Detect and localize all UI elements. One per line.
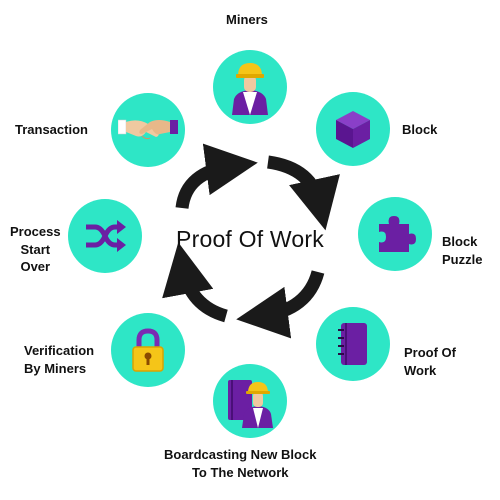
step-process-start-over-node	[68, 199, 142, 273]
step-transaction-node	[111, 93, 185, 167]
step-block-puzzle-label: Block Puzzle	[442, 234, 483, 267]
step-block-label: Block	[402, 122, 438, 137]
shuffle-icon	[86, 220, 126, 252]
step-proof-of-work-node	[316, 307, 390, 381]
step-process-start-over-label: Process Start Over	[10, 224, 61, 275]
step-broadcasting-node	[213, 364, 287, 438]
cube-icon	[336, 111, 370, 148]
step-transaction-label: Transaction	[15, 122, 88, 137]
cycle-arrow-top-left	[175, 143, 258, 210]
padlock-icon	[132, 328, 164, 372]
step-miners-label: Miners	[226, 12, 268, 27]
puzzle-piece-icon	[379, 216, 416, 252]
step-proof-of-work-label: Proof Of Work	[404, 345, 456, 378]
diagram-title: Proof Of Work	[176, 226, 324, 252]
step-verification-node	[111, 313, 185, 387]
notebook-icon	[338, 323, 367, 365]
handshake-icon	[118, 119, 178, 140]
step-block-node	[316, 92, 390, 166]
step-broadcasting-label: Boardcasting New Block To The Network	[164, 447, 317, 480]
miner-book-icon	[228, 380, 273, 428]
cycle-arrow-bottom-left	[162, 242, 229, 323]
cycle-arrow-bottom-right	[236, 270, 325, 339]
cycle-arrow-top-right	[266, 155, 340, 231]
step-miners-node	[213, 50, 287, 124]
step-verification-label: Verification By Miners	[24, 343, 95, 376]
step-block-puzzle-node	[358, 197, 432, 271]
miner-icon	[232, 63, 268, 115]
